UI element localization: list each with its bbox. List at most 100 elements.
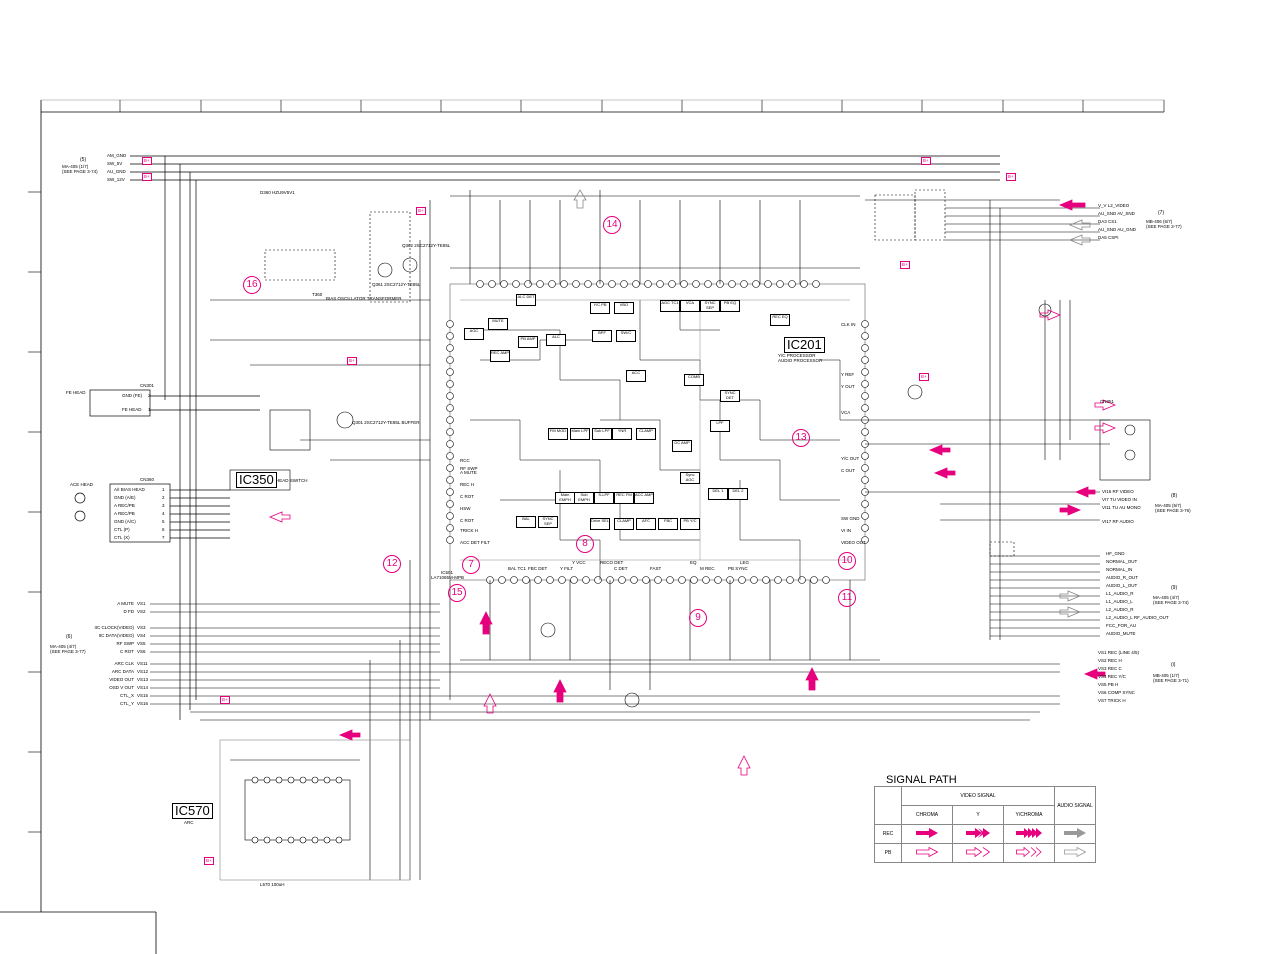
pin-label: FBC DET — [528, 566, 548, 571]
internal-block: LPF — [710, 420, 730, 432]
pin-label: RCC — [460, 458, 470, 463]
pin-label: Y/C OUT — [841, 456, 860, 461]
ic350-desc: HEAD SWITCH — [276, 478, 308, 483]
right-mid-pin: VI7 TU VIDEO IN — [1102, 497, 1137, 502]
right-bot-connector-page: (SEE PAGE 3-71) — [1153, 678, 1189, 683]
signal-path-legend: VIDEO SIGNAL AUDIO SIGNAL CHROMA Y Y/CHR… — [874, 786, 1096, 863]
left-mid-pin-id: VS16 — [137, 701, 149, 706]
left-mid-pin-name: RF SWP — [116, 641, 135, 646]
ace-pin-number: 7 — [162, 535, 165, 540]
cn301-pin-num: 1 — [148, 407, 151, 412]
internal-block: FM MOD — [548, 428, 568, 440]
ace-pin-name: CTL (X) — [114, 535, 130, 540]
right-av-connector-ref: (9) — [1171, 585, 1178, 591]
left-top-pin: SW_12V — [107, 177, 125, 182]
internal-block: Main LPF — [570, 428, 590, 440]
fe-head-label: FE HEAD — [66, 390, 86, 395]
right-av-connector-name: MA-405 (4/7) — [1153, 595, 1180, 600]
left-mid-pin-id: VS6 — [137, 649, 146, 654]
b-plus-tag: B+ — [347, 357, 357, 365]
internal-block: SW/C — [616, 330, 636, 342]
internal-block: Main EMPH — [555, 492, 575, 504]
internal-block: DC AMP — [672, 440, 692, 452]
callout-circle: 14 — [603, 216, 621, 234]
callout-circle: 15 — [448, 584, 466, 602]
right-bot-pin: VS1 REC (LINE 4/5) — [1098, 650, 1140, 655]
callout-circle: 9 — [689, 609, 707, 627]
internal-block: REC EQ — [770, 314, 790, 326]
b-plus-tag: B+ — [204, 857, 214, 865]
right-mid-connector-page: (SEE PAGE 3-76) — [1155, 508, 1191, 513]
right-av-pin: NORMAL_IN — [1106, 567, 1133, 572]
internal-block: CLAMP — [636, 428, 656, 440]
pin-label: HSW — [460, 506, 471, 511]
right-av-pin: FCC_FOR_AU — [1106, 623, 1137, 628]
left-top-connector-page: (SEE PAGE 3-74) — [62, 169, 98, 174]
right-top-pin: DA5 CSPI — [1098, 235, 1119, 240]
callout-circle: 16 — [243, 276, 261, 294]
legend-audio-signal: AUDIO SIGNAL — [1054, 786, 1096, 825]
internal-block: DEL 1 — [708, 488, 728, 500]
right-av-pin: L2_AUDIO_R — [1106, 607, 1134, 612]
pin-label: PB SYNC — [728, 566, 748, 571]
b-plus-tag: B+ — [919, 373, 929, 381]
internal-block: Y/C PB — [590, 302, 610, 314]
left-mid-pin-id: VS5 — [137, 641, 146, 646]
pin-label: Y VCC — [572, 560, 586, 565]
internal-block: ACC AMP — [634, 492, 654, 504]
legend-col-chroma: CHROMA — [901, 805, 953, 825]
left-mid-connector-ref: (6) — [66, 634, 73, 640]
internal-block: Drive SEL — [590, 518, 610, 530]
right-av-pin: AUDIO_R_OUT — [1106, 575, 1139, 580]
cn351-title: CN351 — [1100, 399, 1115, 404]
callout-circle: 10 — [838, 552, 856, 570]
left-mid-pin-name: OSD V OUT — [109, 685, 134, 690]
internal-block: AGC — [464, 328, 484, 340]
pin-label: VI IN — [841, 528, 852, 533]
pin-label: ACC DET FILT — [460, 540, 490, 545]
internal-block: REC FM — [614, 492, 634, 504]
left-mid-pin-id: VS14 — [137, 685, 149, 690]
right-top-connector-name: MB-406 (6/7) — [1146, 219, 1173, 224]
internal-block: BAL — [516, 516, 536, 528]
left-mid-pin-id: VS3 — [137, 625, 146, 630]
b-plus-tag: B+ — [142, 173, 152, 181]
legend-rec-ychroma-arrow — [1003, 824, 1055, 844]
callout-circle: 8 — [576, 535, 594, 553]
ace-pin-name: CTL (P) — [114, 527, 130, 532]
ic501-label: IC501 — [441, 570, 454, 575]
left-mid-pin-id: VS1 — [137, 601, 146, 606]
left-top-connector-name: MA-405 (1/7) — [62, 164, 89, 169]
pin-label: C DET — [614, 566, 628, 571]
internal-block: SYNC SEP — [538, 516, 558, 528]
left-mid-pin-name: C ROT — [120, 649, 134, 654]
ic201-desc: AUDIO PROCESSOR — [778, 358, 823, 363]
right-av-pin: L2_AUDIO_L RF_AUDIO_OUT — [1106, 615, 1169, 620]
left-mid-pin-name: A MUTE — [117, 601, 134, 606]
legend-video-signal: VIDEO SIGNAL — [901, 786, 1055, 806]
l570-label: L570 100uH — [260, 882, 285, 887]
ace-pin-number: 3 — [162, 503, 165, 508]
q301-label: Q301 2SC2712Y-TE85L BUFFER — [352, 420, 420, 425]
left-mid-pin-name: VIDEO OUT — [109, 677, 134, 682]
legend-row-pb: PB — [874, 843, 902, 863]
ace-pin-number: 4 — [162, 511, 165, 516]
legend-pb-audio-arrow — [1054, 843, 1096, 863]
pin-label: C ROT — [460, 518, 474, 523]
right-top-pin: AU_SND AU_GND — [1098, 227, 1137, 232]
pin-label: FAST — [650, 566, 662, 571]
b-plus-tag: B+ — [900, 261, 910, 269]
ace-pin-name: GND (A/E) — [114, 495, 136, 500]
pin-label: CLK IN — [841, 322, 856, 327]
internal-block: DEL 2 — [728, 488, 748, 500]
pin-label: RF SWP — [460, 466, 478, 471]
right-bot-connector-name: MB-405 (1/7) — [1153, 673, 1180, 678]
legend-col-y: Y — [952, 805, 1004, 825]
pin-label: EQ — [690, 560, 697, 565]
ic350-label: IC350 — [236, 472, 277, 488]
internal-block: Sub LPF — [592, 428, 612, 440]
right-mid-pin: VI17 RF AUDIO — [1102, 519, 1134, 524]
callout-circle: 13 — [792, 429, 810, 447]
internal-block: CLAMP — [614, 518, 634, 530]
